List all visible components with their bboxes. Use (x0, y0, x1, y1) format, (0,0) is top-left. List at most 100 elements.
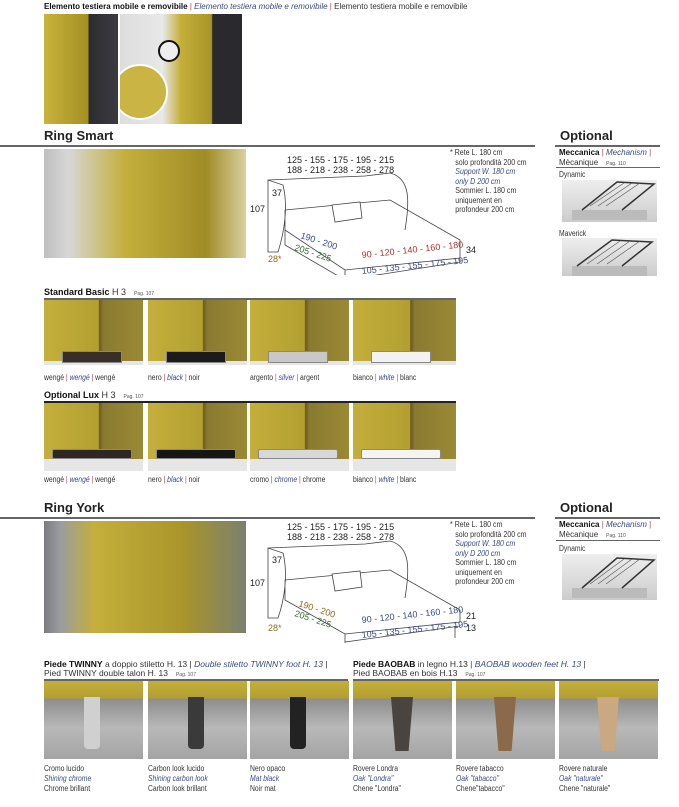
finish-label: nero | black | noir (148, 373, 200, 383)
foot-leg (188, 697, 204, 749)
foot-it: Carbon look lucido (148, 764, 205, 773)
optional-title: Optional (560, 128, 613, 143)
separator: | (373, 475, 379, 484)
twinny-label: Piede TWINNY (44, 659, 103, 669)
base-wengé (62, 351, 122, 363)
foot-fr: Chene "naturale" (559, 784, 611, 793)
finish-photo (148, 300, 247, 365)
separator: | (64, 373, 70, 382)
separator: | (64, 475, 70, 484)
page-ref: Pag. 107 (123, 394, 144, 400)
headboard-caption: Elemento testiera mobile e removibile | … (44, 2, 468, 11)
dim-side: 21 (466, 611, 476, 621)
mechanism-fr: Mècanique (559, 529, 599, 539)
finish-label: bianco | white | blanc (353, 373, 416, 383)
ring-smart-photo (44, 149, 246, 258)
foot-en: Oak "naturale" (559, 774, 603, 783)
finish-it: bianco (353, 475, 374, 484)
baobab-header: Piede BAOBAB in legno H.13 | BAOBAB wood… (353, 659, 586, 679)
foot-photo (148, 681, 247, 759)
floor (44, 361, 143, 365)
base-white (361, 449, 441, 459)
optional-title: Optional (560, 500, 613, 515)
separator: | (297, 475, 303, 484)
standard-basic-height: H 3 (112, 287, 127, 297)
twinny-header: Piede TWINNY a doppio stiletto H. 13 | D… (44, 659, 328, 679)
finish-label: wengé | wengé | wengé (44, 475, 115, 485)
dim-widths-total: 188 - 218 - 238 - 258 - 278 (287, 165, 394, 175)
note-line: Support W. 180 cm (455, 539, 516, 548)
mechanism-it: Meccanica (559, 148, 600, 157)
twinny-fr: Pied TWINNY double talon H. 13 (44, 668, 168, 678)
optional-lux-height: H 3 (101, 390, 116, 400)
foot-leg (391, 697, 413, 751)
separator: | (183, 373, 189, 382)
dim-height: 107 (250, 204, 265, 214)
finish-photo (250, 403, 349, 471)
dim-base: 28* (268, 623, 282, 633)
finish-it: cromo (250, 475, 269, 484)
foot-en: Shining carbon look (148, 774, 208, 783)
mechanism-fr: Mècanique (559, 157, 599, 167)
mechanism-it: Meccanica (559, 520, 600, 529)
floor (250, 459, 349, 471)
finish-it: nero (148, 475, 162, 484)
ring-york-photo (44, 521, 246, 633)
separator: | (273, 373, 279, 382)
foot-it: Rovere Londra (353, 764, 398, 773)
finish-it: nero (148, 373, 162, 382)
page-ref: Pag. 110 (606, 160, 626, 167)
foot-it: Cromo lucido (44, 764, 85, 773)
ring-smart-title: Ring Smart (44, 128, 114, 143)
detail-circle (158, 40, 180, 62)
foot-fr: Carbon look brillant (148, 784, 207, 793)
foot-photo (353, 681, 452, 759)
divider (556, 540, 660, 541)
page-ref: Pag. 107 (465, 672, 486, 678)
foot-en: Oak "Londra" (353, 774, 394, 783)
foot-en: Shining chrome (44, 774, 92, 783)
finish-fr: wengé (95, 373, 116, 382)
separator: | (89, 373, 96, 382)
foot-en: Oak "tabacco" (456, 774, 500, 783)
dim-widths-top: 125 - 155 - 175 - 195 - 215 (287, 522, 394, 532)
finish-en: black (167, 373, 184, 382)
mechanism-dynamic-label: Dynamic (559, 544, 586, 553)
foot-it: Rovere naturale (559, 764, 608, 773)
baobab-fr: Pied BAOBAB en bois H.13 (353, 668, 458, 678)
dim-headboard-depth: 37 (272, 188, 282, 198)
separator: | (161, 373, 168, 382)
finish-photo (44, 300, 143, 365)
caption-fr: Elemento testiera mobile e removibile (334, 2, 468, 11)
note-line: solo profondità 200 cm (455, 157, 527, 167)
optional-lux-label: Optional Lux (44, 390, 99, 400)
finish-en: white (378, 475, 395, 484)
finish-photo (353, 403, 456, 471)
headboard-photo-2 (120, 14, 242, 124)
foot-leg (597, 697, 619, 751)
dim-base: 28* (268, 254, 282, 264)
separator: | (89, 475, 96, 484)
base-white (371, 351, 431, 363)
page-ref: Pag. 110 (606, 532, 626, 539)
dim-widths-total: 188 - 218 - 238 - 258 - 278 (287, 532, 394, 542)
ring-smart-dimension-diagram: 125 - 155 - 175 - 195 - 215 188 - 218 - … (250, 155, 476, 275)
mechanism-dynamic-label: Dynamic (559, 170, 586, 179)
foot-it: Rovere tabacco (456, 764, 504, 773)
ring-york-note: * Rete L. 180 cm solo profondità 200 cm … (450, 520, 527, 586)
separator: | (268, 475, 275, 484)
caption-it: Elemento testiera mobile e removibile (44, 2, 188, 11)
foot-leg (84, 697, 100, 749)
note-line: only D 200 cm (455, 176, 501, 186)
separator: | (394, 373, 401, 382)
caption-en: Elemento testiera mobile e removibile (194, 2, 328, 11)
finish-en: black (167, 475, 184, 484)
divider (0, 517, 535, 519)
finish-fr: argent (300, 373, 320, 382)
finish-fr: noir (188, 373, 200, 382)
floor (250, 361, 349, 365)
divider (44, 679, 348, 681)
